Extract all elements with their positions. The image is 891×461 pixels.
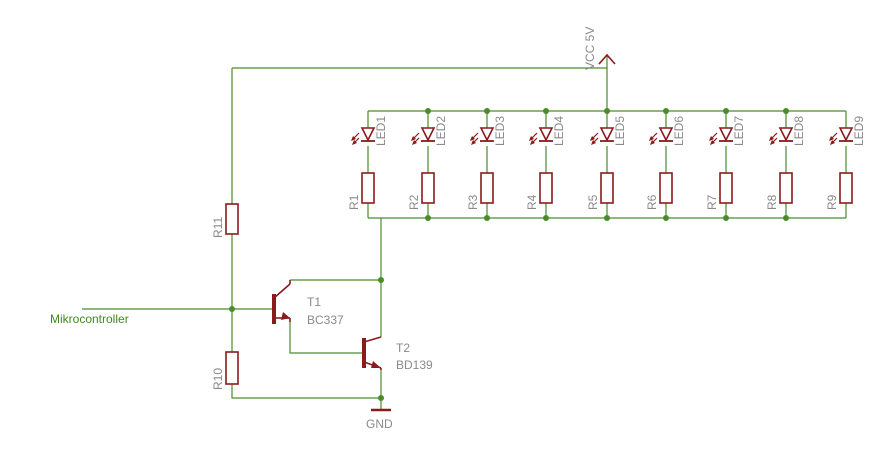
junction-bottom — [783, 215, 789, 221]
resistor-label: R8 — [765, 194, 779, 210]
led-label: LED6 — [672, 116, 686, 146]
led-5 — [590, 127, 615, 145]
junction-gnd — [378, 395, 384, 401]
gnd-label: GND — [366, 417, 393, 431]
junction-top — [723, 108, 729, 114]
t1-label: T1 — [307, 295, 321, 309]
resistor-label: R4 — [525, 194, 539, 210]
junction-top — [543, 108, 549, 114]
resistor-r1 — [361, 172, 375, 204]
junction-top — [663, 108, 669, 114]
led-label: LED9 — [852, 116, 866, 146]
resistor-r9 — [839, 172, 853, 204]
led-label: LED2 — [434, 116, 448, 146]
junction-bottom — [484, 215, 490, 221]
resistor-array: R1 R2 R3 R4 R5 R6 R7 R8 R9 — [347, 172, 853, 210]
led-label: LED3 — [493, 116, 507, 146]
resistor-r3 — [480, 172, 494, 204]
led-label: LED4 — [552, 116, 566, 146]
led-7 — [709, 127, 734, 145]
resistor-label: R7 — [705, 194, 719, 210]
r10-label: R10 — [211, 368, 225, 390]
led-4 — [529, 127, 554, 145]
resistor-r5 — [600, 172, 614, 204]
led-6 — [649, 127, 674, 145]
t1-emitter-wire — [289, 322, 362, 354]
r11-label: R11 — [211, 217, 225, 238]
junctions — [229, 108, 789, 401]
t2-part-label: BD139 — [396, 358, 433, 372]
led-label: LED1 — [374, 116, 388, 146]
led-9 — [829, 127, 854, 145]
junction-top — [425, 108, 431, 114]
vcc-label: VCC 5V — [583, 27, 597, 70]
led-label: LED7 — [732, 116, 746, 146]
t2-transistor — [362, 336, 382, 370]
led-array: LED1 LED2 LED3 LED4 LED5 LED6 LED7 LED8 LED9 — [351, 116, 866, 146]
stage-wires — [367, 111, 847, 218]
led-2 — [411, 127, 436, 145]
resistor-label: R5 — [586, 194, 600, 210]
junction-top — [783, 108, 789, 114]
resistor-label: R9 — [825, 194, 839, 210]
led-label: LED5 — [613, 116, 627, 146]
led-3 — [470, 127, 495, 145]
r10-resistor — [225, 351, 239, 385]
junction-bottom — [604, 215, 610, 221]
junction-bottom — [663, 215, 669, 221]
mikrocontroller-label: Mikrocontroller — [50, 312, 129, 326]
wires — [82, 56, 846, 410]
led-1 — [351, 127, 376, 145]
junction-top — [604, 108, 610, 114]
resistor-r6 — [659, 172, 673, 204]
resistor-label: R3 — [466, 194, 480, 210]
t2-label: T2 — [396, 341, 410, 355]
junction-bottom — [543, 215, 549, 221]
vcc-symbol — [598, 53, 616, 65]
resistor-r4 — [539, 172, 553, 204]
resistor-label: R1 — [347, 194, 361, 210]
t1-part-label: BC337 — [307, 313, 344, 327]
junction-bottom — [425, 215, 431, 221]
vcc-rail-wire — [232, 56, 608, 69]
resistor-label: R6 — [645, 194, 659, 210]
resistor-r7 — [719, 172, 733, 204]
led-label: LED8 — [792, 116, 806, 146]
resistor-label: R2 — [407, 194, 421, 210]
resistor-r8 — [779, 172, 793, 204]
r11-resistor — [225, 203, 239, 235]
t1-transistor — [272, 280, 291, 324]
led-8 — [769, 127, 794, 145]
r10-bottom-wire — [231, 384, 381, 399]
junction-r11-r10 — [229, 306, 235, 312]
junction-bottom — [723, 215, 729, 221]
resistor-r2 — [421, 172, 435, 204]
junction-top — [484, 108, 490, 114]
junction-t1-collector — [378, 277, 384, 283]
